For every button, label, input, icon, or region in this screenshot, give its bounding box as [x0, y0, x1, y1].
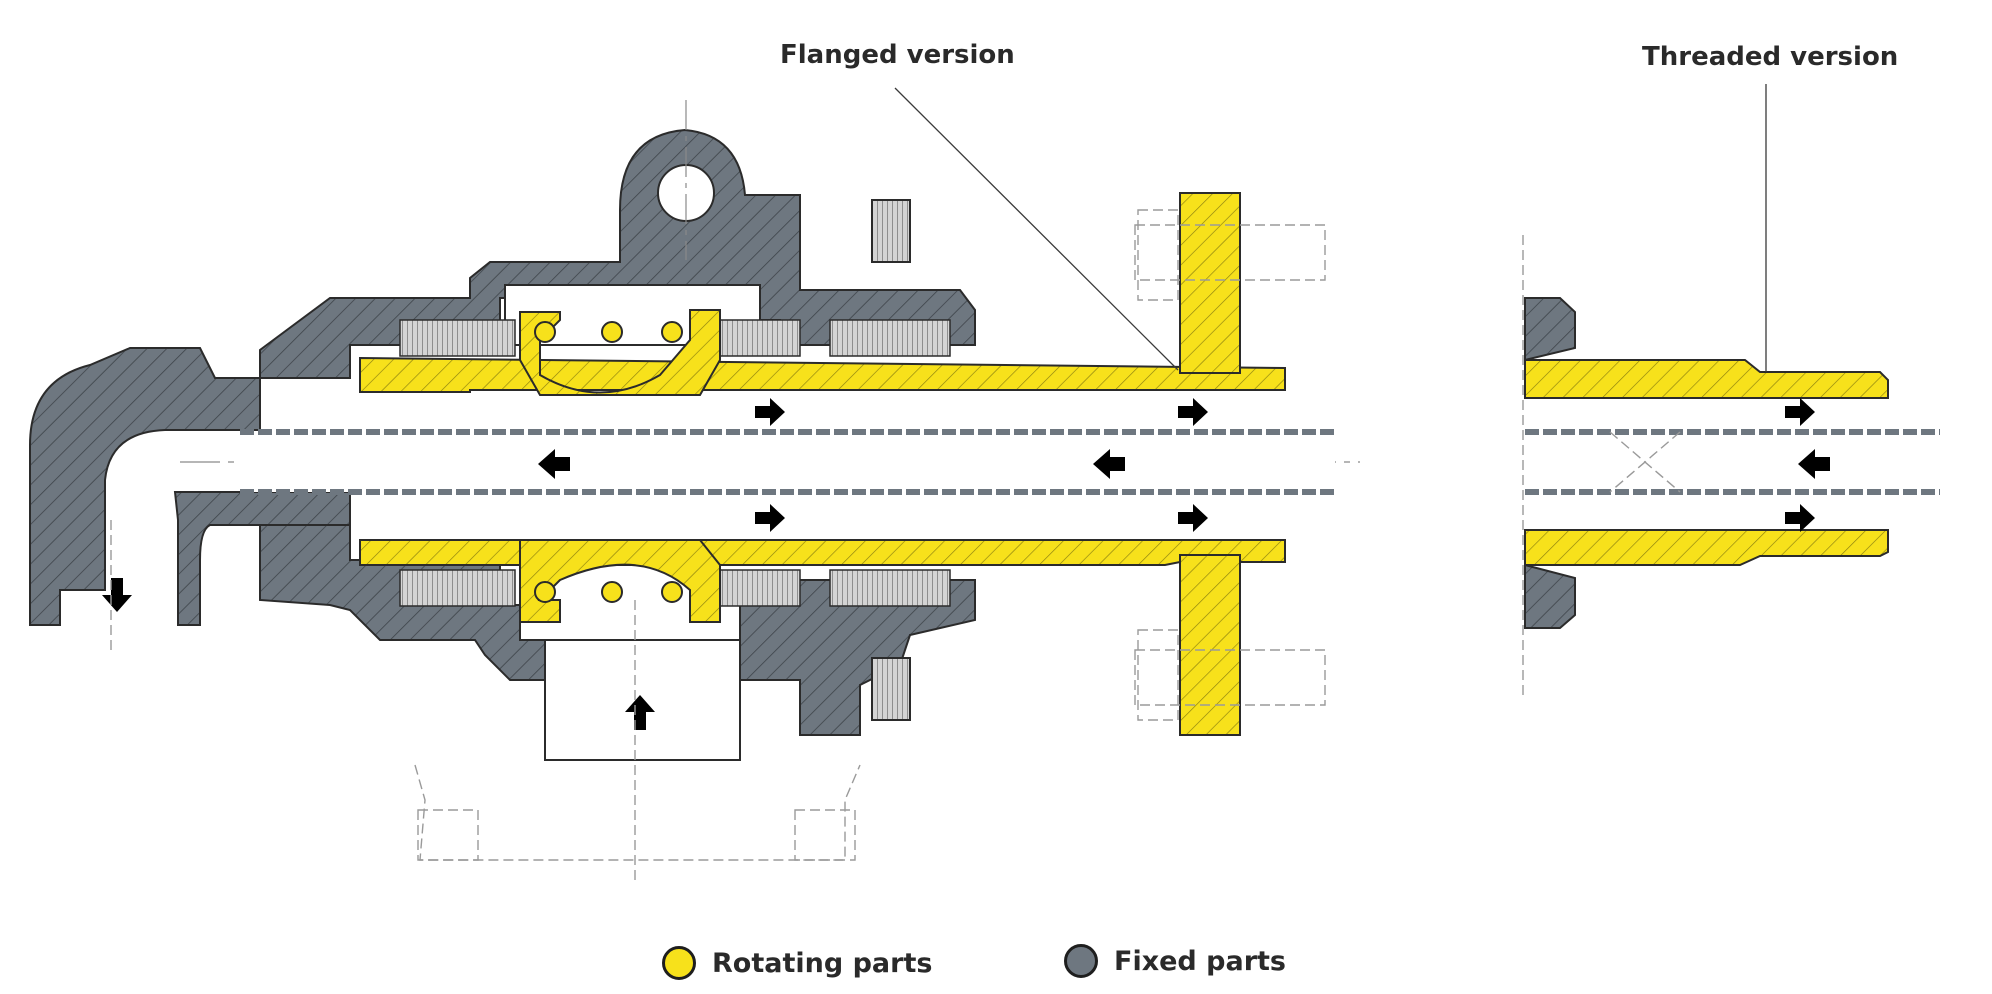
bearing-ball [661, 581, 683, 603]
spring-right-bottom [829, 569, 951, 607]
threaded-fixed-stub-top [1524, 297, 1576, 362]
flow-arrows [102, 398, 1830, 730]
seal-carrier-bottom [519, 539, 721, 623]
bearing-ball [534, 581, 556, 603]
flow-arrow-left [538, 449, 570, 479]
threaded-fixed-stub-bottom [1524, 563, 1576, 629]
seal-carrier-top [519, 309, 721, 396]
flow-arrow-up [625, 695, 655, 730]
spring-mid-top [719, 319, 801, 357]
flow-arrow-right [1178, 398, 1208, 426]
flow-arrow-right [755, 504, 785, 532]
spring-right-top [829, 319, 951, 357]
shaft-lower-wall [359, 539, 1286, 566]
legend-fixed-label: Fixed parts [1114, 945, 1286, 977]
flange-top [1179, 192, 1241, 374]
bearing-ball [601, 581, 623, 603]
flow-arrow-left [1093, 449, 1125, 479]
flow-arrow-right [1178, 504, 1208, 532]
flow-arrow-right [755, 398, 785, 426]
spring-left-top [399, 319, 516, 357]
bearing-ball [661, 321, 683, 343]
threaded-version-label: Threaded version [1642, 42, 1899, 72]
spring-mid-bottom [719, 569, 801, 607]
flow-arrow-down [102, 578, 132, 612]
legend-fixed-parts: Fixed parts [1064, 944, 1286, 978]
cap-screw-top [871, 199, 911, 263]
rotating-shaft [359, 192, 1889, 736]
phantom-outlines [110, 209, 1681, 880]
flow-arrow-right [1785, 504, 1815, 532]
flow-arrow-right [1785, 398, 1815, 426]
bearing-ball [601, 321, 623, 343]
elbow-outlet [29, 347, 261, 626]
flange-bottom [1179, 554, 1241, 736]
cap-screw-bottom [871, 657, 911, 721]
legend-fixed-swatch [1064, 944, 1098, 978]
spring-left-bottom [399, 569, 516, 607]
threaded-tube-upper [1524, 359, 1889, 399]
flow-arrow-left [1798, 449, 1830, 479]
flanged-leader-line [894, 87, 1179, 371]
inner-siphon-tube [240, 429, 1940, 495]
bearing-ball [534, 321, 556, 343]
legend-rotating-parts: Rotating parts [662, 946, 932, 980]
threaded-tube-lower [1524, 529, 1889, 566]
shaft-upper-wall [359, 356, 1286, 393]
legend-rotating-swatch [662, 946, 696, 980]
legend-rotating-label: Rotating parts [712, 947, 933, 979]
flanged-version-label: Flanged version [780, 40, 1015, 70]
